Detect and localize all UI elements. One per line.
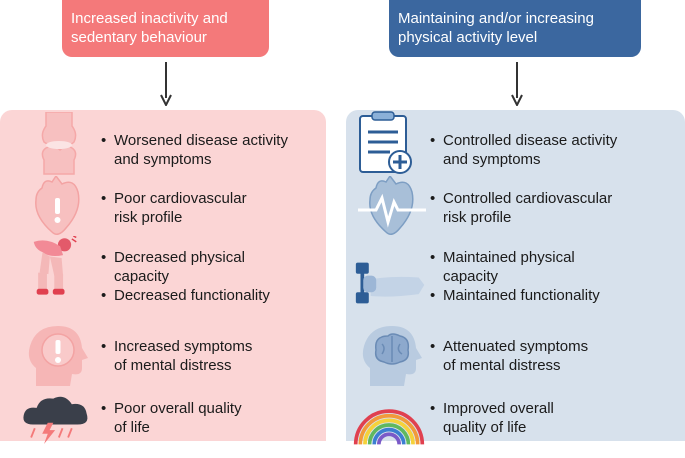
inactivity-header-line-1: Increased inactivity and: [71, 10, 228, 27]
right-outcome-mental-line-1: Attenuated symptoms: [443, 338, 589, 355]
activity-header-line-1: Maintaining and/or increasing: [398, 10, 594, 27]
left-outcome-capacity: • Decreased physical capacity: [101, 248, 245, 286]
right-outcome-functionality-line-1: Maintained functionality: [443, 287, 600, 304]
right-outcome-quality: • Improved overall quality of life: [430, 399, 554, 437]
down-arrow-icon: [511, 62, 523, 106]
right-outcome-mental-line-2: of mental distress: [443, 357, 561, 374]
joint-icon: [41, 112, 77, 175]
right-outcome-mental: • Attenuated symptoms of mental distress: [430, 337, 589, 375]
left-outcome-functionality-line-1: Decreased functionality: [114, 287, 270, 304]
bullet: •: [430, 132, 436, 149]
left-outcome-quality-line-2: of life: [114, 419, 150, 436]
bullet: •: [101, 338, 107, 355]
left-outcome-disease-line-1: Worsened disease activity: [114, 132, 288, 149]
rainbow-icon: [353, 409, 425, 445]
bullet: •: [430, 338, 436, 355]
right-outcome-disease-line-2: and symptoms: [443, 151, 541, 168]
left-outcome-mental-line-2: of mental distress: [114, 357, 232, 374]
bullet: •: [101, 190, 107, 207]
inactivity-header-line-2: sedentary behaviour: [71, 29, 207, 46]
right-outcome-capacity-line-2: capacity: [443, 268, 499, 285]
exhausted-person-icon: [33, 236, 77, 295]
right-outcome-disease: • Controlled disease activity and sympto…: [430, 131, 618, 169]
left-outcome-cardiovascular-line-1: Poor cardiovascular: [114, 190, 247, 207]
left-outcome-disease-line-2: and symptoms: [114, 151, 212, 168]
activity-header-line-2: physical activity level: [398, 29, 538, 46]
bullet: •: [430, 400, 436, 417]
activity-header: Maintaining and/or increasing physical a…: [389, 0, 641, 57]
heart-warning-icon: [35, 176, 80, 235]
dumbbell-arm-icon: [355, 262, 425, 304]
right-outcome-cardiovascular: • Controlled cardiovascular risk profile: [430, 189, 613, 227]
right-outcome-capacity-line-1: Maintained physical: [443, 249, 575, 266]
head-warning-icon: [28, 326, 88, 386]
clipboard-icon: [359, 111, 412, 174]
left-outcome-quality: • Poor overall quality of life: [101, 399, 242, 437]
left-outcome-cardiovascular-line-2: risk profile: [114, 209, 183, 226]
storm-cloud-icon: [23, 396, 88, 444]
left-outcome-capacity-line-1: Decreased physical: [114, 249, 245, 266]
left-outcome-mental-line-1: Increased symptoms: [114, 338, 253, 355]
left-outcome-mental: • Increased symptoms of mental distress: [101, 337, 253, 375]
left-outcome-functionality: • Decreased functionality: [101, 286, 270, 305]
left-outcome-disease: • Worsened disease activity and symptoms: [101, 131, 288, 169]
right-outcome-quality-line-1: Improved overall: [443, 400, 554, 417]
left-outcome-cardiovascular: • Poor cardiovascular risk profile: [101, 189, 247, 227]
bullet: •: [101, 287, 107, 304]
bullet: •: [430, 287, 436, 304]
bullet: •: [101, 132, 107, 149]
right-outcome-functionality: • Maintained functionality: [430, 286, 600, 305]
bullet: •: [101, 400, 107, 417]
right-outcome-cardiovascular-line-2: risk profile: [443, 209, 512, 226]
right-outcome-quality-line-2: quality of life: [443, 419, 527, 436]
bullet: •: [430, 249, 436, 266]
heart-ecg-icon: [358, 176, 426, 235]
brain-head-icon: [362, 326, 422, 386]
bullet: •: [430, 190, 436, 207]
down-arrow-icon: [160, 62, 172, 106]
right-outcome-cardiovascular-line-1: Controlled cardiovascular: [443, 190, 613, 207]
right-outcome-disease-line-1: Controlled disease activity: [443, 132, 618, 149]
left-outcome-quality-line-1: Poor overall quality: [114, 400, 242, 417]
inactivity-header: Increased inactivity and sedentary behav…: [62, 0, 269, 57]
bullet: •: [101, 249, 107, 266]
right-outcome-capacity: • Maintained physical capacity: [430, 248, 575, 286]
left-outcome-capacity-line-2: capacity: [114, 268, 170, 285]
